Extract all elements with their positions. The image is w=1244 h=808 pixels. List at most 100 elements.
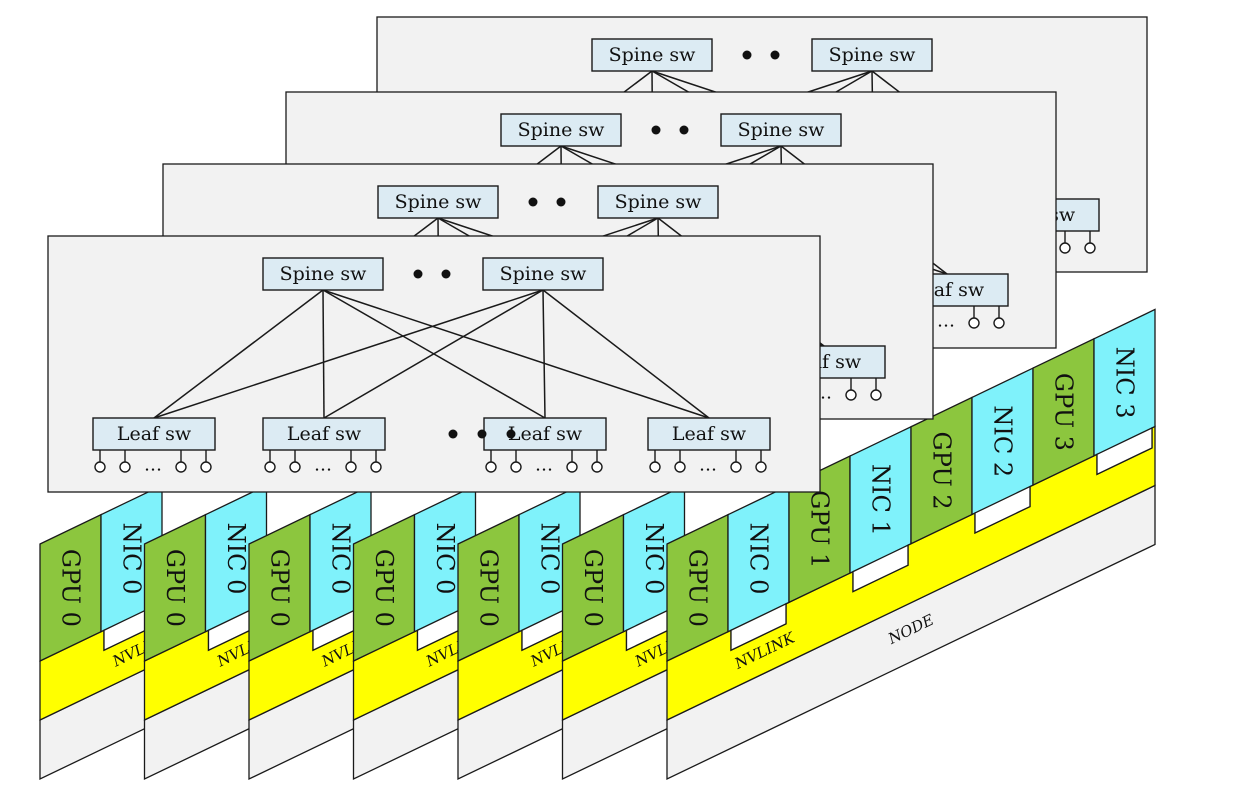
- nvlink-notch: [1096, 426, 1153, 476]
- leaf-ellipsis-dot: [477, 429, 487, 439]
- gpu-label: GPU 0: [579, 549, 607, 627]
- port-icon: [175, 461, 187, 473]
- network-plane: Spine sw Spine sw Leaf sw … Leaf sw … Leaf sw ……: [47, 235, 821, 493]
- spine-switch-box: [591, 38, 713, 72]
- spine-switch: Spine sw: [377, 185, 499, 219]
- spine-ellipsis-dot: [441, 269, 451, 279]
- spine-switch-box: [262, 257, 384, 291]
- leaf-switch-label: Leaf sw: [117, 423, 192, 445]
- port-icon: [968, 317, 980, 329]
- leaf-ellipsis-dot: [448, 429, 458, 439]
- port-icon: [119, 461, 131, 473]
- link-line: [322, 289, 710, 419]
- spine-switch: Spine sw: [262, 257, 384, 291]
- spine-ellipsis-dot: [770, 50, 780, 60]
- port-icon: [845, 389, 857, 401]
- nic-label: NIC 3: [1111, 347, 1139, 419]
- nvlink-notch: [852, 544, 909, 593]
- spine-switch-label: Spine sw: [738, 119, 826, 141]
- spine-switch-label: Spine sw: [280, 263, 368, 285]
- spine-ellipsis-dot: [528, 197, 538, 207]
- link-line: [153, 289, 544, 419]
- spine-ellipsis-dot: [556, 197, 566, 207]
- port-icon: [370, 461, 382, 473]
- link-line: [322, 289, 325, 419]
- port-ellipsis: …: [699, 455, 717, 476]
- port-icon: [649, 461, 661, 473]
- port-icon: [1084, 242, 1096, 254]
- leaf-switch: Leaf sw …: [647, 417, 771, 476]
- port-icon: [1059, 242, 1071, 254]
- network-planes: Spine sw Spine sw Leaf sw … Leaf sw … Leaf sw ……: [47, 16, 1148, 493]
- leaf-switch: Leaf sw …: [262, 417, 386, 476]
- port-icon: [870, 389, 882, 401]
- gpu-label: GPU 0: [266, 549, 294, 627]
- port-icon: [566, 461, 578, 473]
- nic-label: NIC 0: [222, 523, 250, 595]
- spine-switch-box: [500, 113, 622, 147]
- gpu-label: GPU 0: [475, 549, 503, 627]
- gpu-label: GPU 0: [684, 549, 712, 627]
- spine-switch: Spine sw: [500, 113, 622, 147]
- port-icon: [993, 317, 1005, 329]
- leaf-switch: Leaf sw…: [483, 417, 607, 476]
- spine-switch: Spine sw: [482, 257, 604, 291]
- nic-label: NIC 0: [536, 523, 564, 595]
- port-icon: [345, 461, 357, 473]
- leaf-switch-label: Leaf sw: [287, 423, 362, 445]
- port-icon: [200, 461, 212, 473]
- spine-switch-label: Spine sw: [615, 191, 703, 213]
- link-line: [542, 289, 546, 419]
- port-ellipsis: …: [144, 455, 162, 476]
- nvlink-notch: [730, 602, 787, 652]
- spine-switch-box: [720, 113, 842, 147]
- nic-label: NIC 0: [640, 523, 668, 595]
- gpu-label: GPU 0: [161, 549, 189, 627]
- spine-ellipsis-dot: [651, 125, 661, 135]
- leaf-switch-box: [483, 417, 607, 451]
- gpu-label: GPU 0: [57, 549, 85, 627]
- gpu-label: GPU 1: [806, 490, 834, 568]
- spine-switch: Spine sw: [720, 113, 842, 147]
- spine-switch: Spine sw: [811, 38, 933, 72]
- nvlink-notch: [974, 485, 1031, 535]
- gpu-label: GPU 2: [928, 432, 956, 510]
- port-ellipsis: …: [937, 311, 955, 332]
- leaf-switch-label: Leaf sw: [508, 423, 583, 445]
- leaf-switch-box: [262, 417, 386, 451]
- leaf-switch-label: Leaf sw: [672, 423, 747, 445]
- nic-label: NIC 0: [327, 523, 355, 595]
- port-icon: [264, 461, 276, 473]
- spine-switch-box: [377, 185, 499, 219]
- spine-switch-box: [482, 257, 604, 291]
- spine-ellipsis-dot: [742, 50, 752, 60]
- leaf-switch: Leaf sw …: [92, 417, 216, 476]
- spine-switch-box: [811, 38, 933, 72]
- port-icon: [289, 461, 301, 473]
- spine-leaf-links: [153, 289, 710, 419]
- port-ellipsis: …: [314, 455, 332, 476]
- port-icon: [94, 461, 106, 473]
- leaf-ellipsis-dot: [506, 429, 516, 439]
- spine-switch-label: Spine sw: [518, 119, 606, 141]
- spine-switch-box: [597, 185, 719, 219]
- port-icon: [591, 461, 603, 473]
- spine-ellipsis-dot: [679, 125, 689, 135]
- leaf-switch-box: [92, 417, 216, 451]
- nic-label: NIC 2: [989, 405, 1017, 477]
- link-line: [542, 289, 710, 419]
- port-icon: [730, 461, 742, 473]
- nic-label: NIC 0: [431, 523, 459, 595]
- spine-ellipsis-dot: [413, 269, 423, 279]
- port-icon: [510, 461, 522, 473]
- gpu-label: GPU 3: [1050, 373, 1078, 451]
- spine-switch-label: Spine sw: [395, 191, 483, 213]
